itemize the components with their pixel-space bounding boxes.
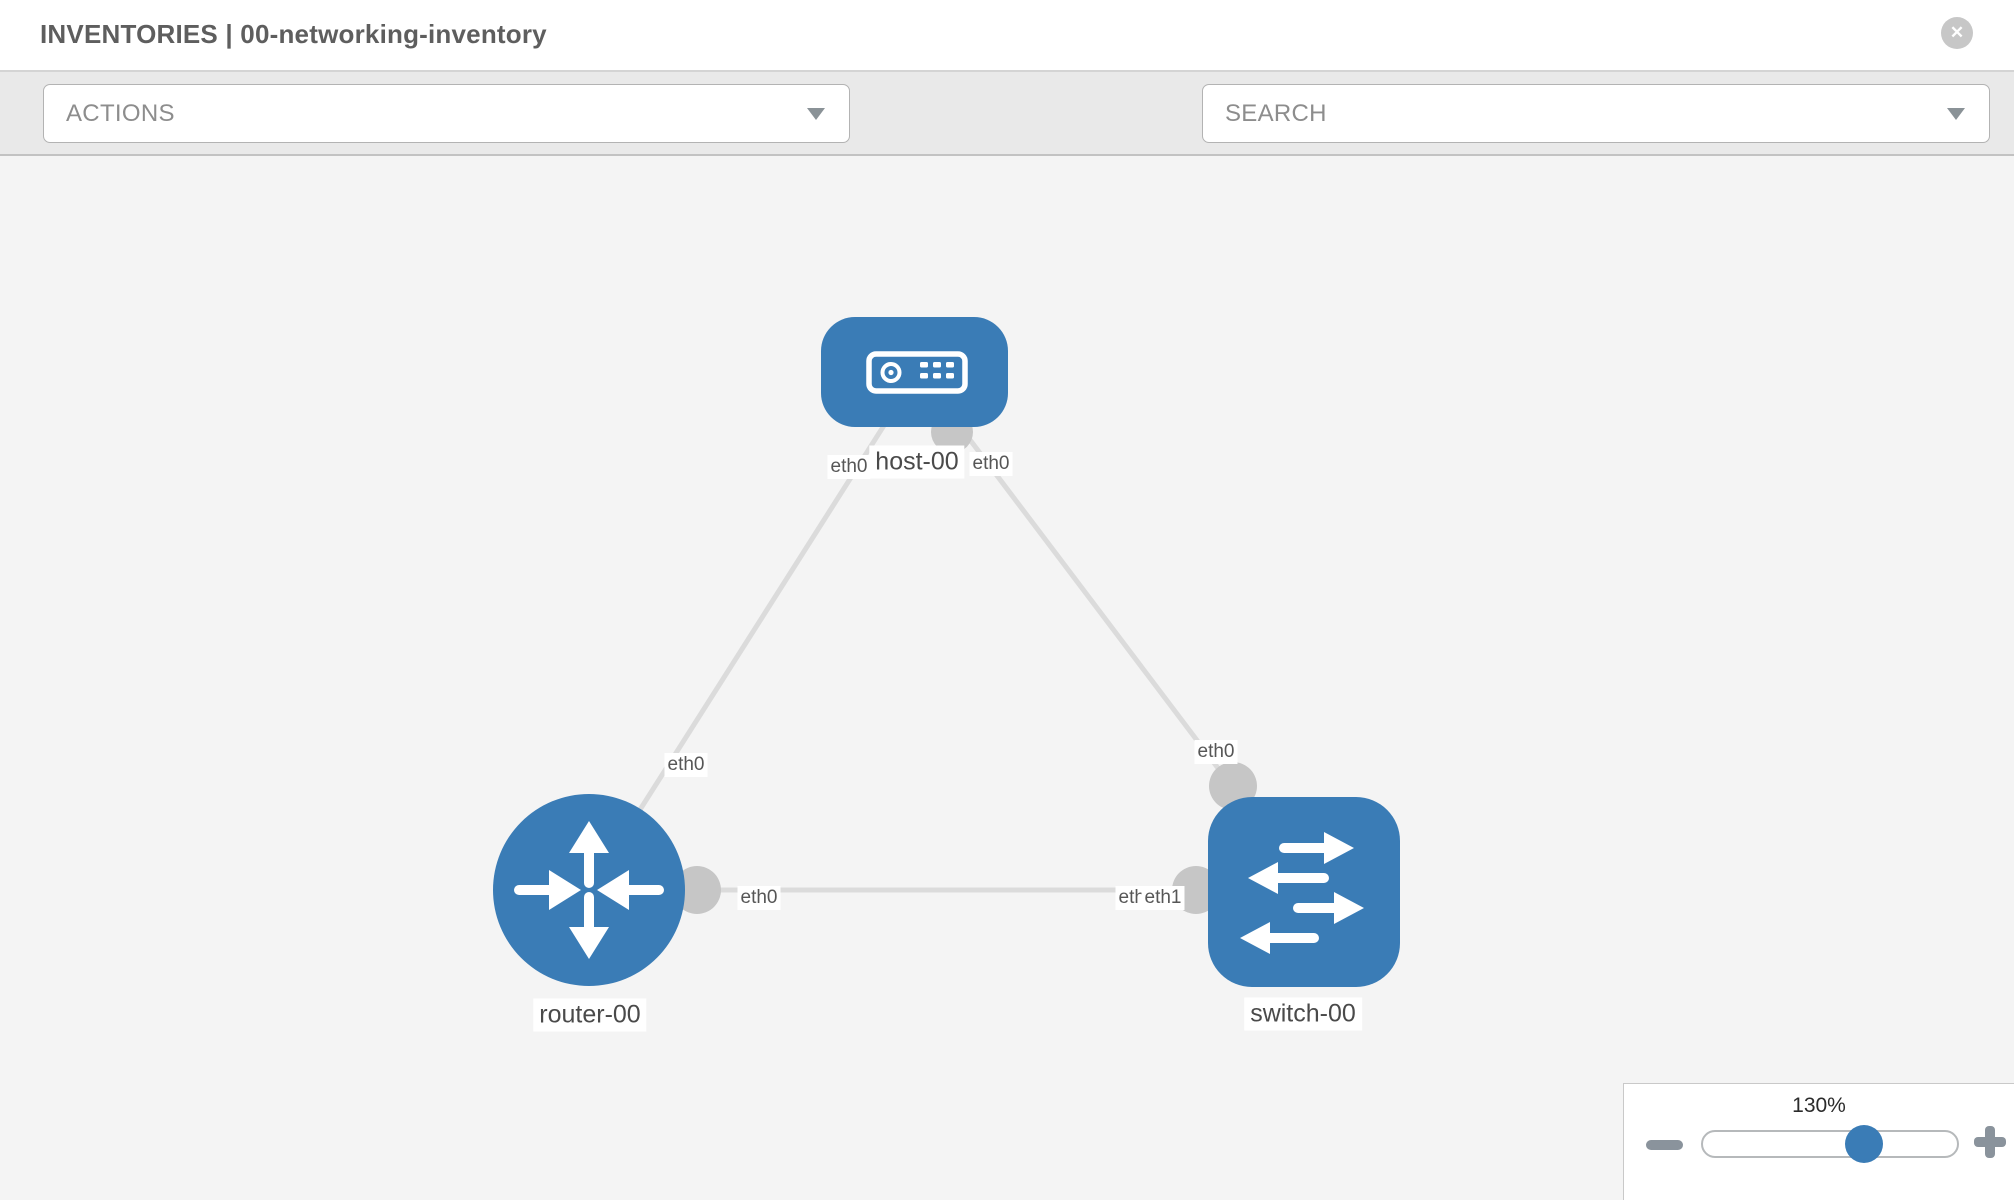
node-label-host: host-00 — [869, 445, 965, 479]
router-icon — [514, 821, 664, 959]
interface-label: eth0 — [969, 452, 1013, 476]
close-button[interactable]: ✕ — [1941, 17, 1973, 49]
header: INVENTORIES | 00-networking-inventory ✕ — [0, 0, 2014, 72]
interface-label: eth1 — [1141, 886, 1185, 910]
interface-label: eth0 — [664, 753, 708, 777]
zoom-in-icon[interactable] — [1974, 1126, 2006, 1158]
interface-label: eth0 — [1194, 740, 1238, 764]
zoom-slider[interactable] — [1701, 1125, 1959, 1163]
node-host-00[interactable] — [821, 317, 1008, 427]
chevron-down-icon — [807, 107, 825, 120]
switch-icon — [1240, 832, 1364, 954]
zoom-slider-handle[interactable] — [1845, 1125, 1883, 1163]
actions-dropdown-label: ACTIONS — [66, 99, 175, 127]
node-label-router: router-00 — [533, 998, 647, 1032]
interface-label: eth0 — [737, 886, 781, 910]
zoom-out-icon[interactable] — [1646, 1140, 1683, 1150]
close-icon: ✕ — [1949, 23, 1965, 42]
toolbar: ACTIONS SEARCH — [0, 72, 2014, 204]
interface-dot-router[interactable] — [673, 866, 721, 914]
topology-canvas[interactable]: host-00 router-00 switch-00 eth0 eth0 et… — [0, 156, 2014, 1200]
zoom-level: 130% — [1792, 1094, 1846, 1117]
page-title: INVENTORIES | 00-networking-inventory — [40, 19, 547, 49]
node-switch-00[interactable] — [1208, 797, 1400, 987]
link-host-switch[interactable] — [950, 414, 1235, 790]
zoom-panel: 130% — [1623, 1083, 2014, 1200]
node-label-switch: switch-00 — [1244, 997, 1362, 1031]
interface-label: eth0 — [827, 455, 871, 479]
host-icon — [866, 351, 968, 394]
chevron-down-icon — [1947, 107, 1965, 120]
node-router-00[interactable] — [493, 794, 685, 986]
search-dropdown-label: SEARCH — [1225, 99, 1327, 127]
actions-dropdown[interactable]: ACTIONS — [43, 84, 850, 143]
search-dropdown[interactable]: SEARCH — [1202, 84, 1990, 143]
